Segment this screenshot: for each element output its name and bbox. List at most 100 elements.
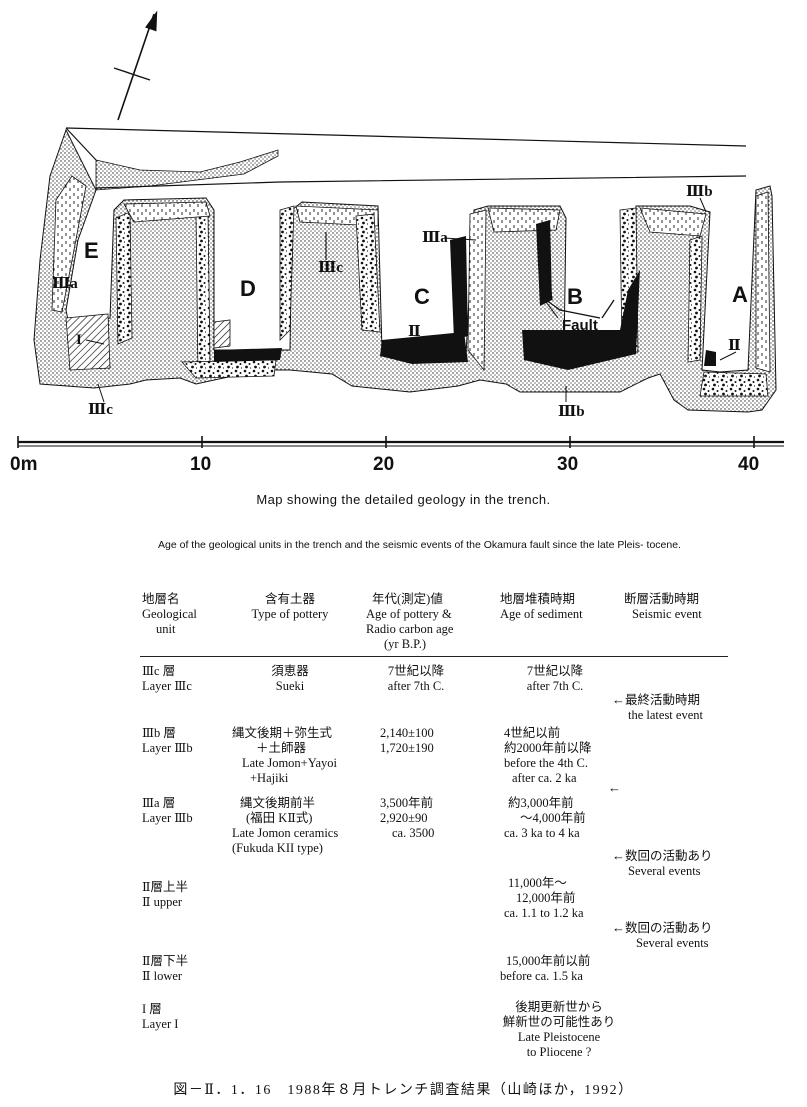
cell-line: I 層 [142, 1002, 162, 1016]
seismic-event-latest: ←最終活動時期 the latest event [612, 692, 703, 723]
header-line: unit [156, 622, 176, 636]
scale-tick-label: 30 [557, 454, 578, 475]
cell-line: ca. 1.1 to 1.2 ka [504, 906, 584, 920]
cell-line: before the 4th C. [504, 756, 589, 770]
unit-label: Ⅱ [728, 338, 741, 354]
cell-line: Layer Ⅲb [142, 741, 193, 755]
fault-label: Fault [562, 317, 598, 334]
row-unit: Ⅲc 層 Layer Ⅲc [142, 664, 192, 694]
seismic-event-several-1: ←数回の活動あり Several events [612, 848, 713, 879]
header-age: 年代(測定)値 Age of pottery & Radio carbon ag… [366, 592, 453, 652]
layer-ii-d [214, 348, 282, 362]
row-sediment: 4世紀以前 約2000年前以降 before the 4th C. after … [504, 726, 592, 786]
trench-label-c: C [414, 284, 430, 309]
cell-line: Ⅲc 層 [142, 664, 176, 678]
cell-line: 縄文後期前半 [240, 796, 316, 810]
leader-lines [59, 197, 737, 403]
north-arrow-icon [113, 10, 158, 121]
cell-line: (福田 KⅡ式) [246, 811, 313, 825]
header-line: Age of sediment [500, 607, 583, 621]
band-e [51, 175, 87, 313]
cell-line: Ⅱ lower [142, 969, 183, 983]
row-unit: Ⅲa 層 Layer Ⅲb [142, 796, 193, 826]
table-header-rule [140, 656, 728, 657]
band-c-right [467, 209, 487, 372]
header-line: Type of pottery [251, 607, 329, 621]
layer-i-d [213, 319, 231, 349]
trench-label-a: A [732, 282, 748, 307]
cell-line: to Pliocene ? [526, 1045, 592, 1059]
row-sediment: 7世紀以降 after 7th C. [500, 664, 610, 694]
header-line: Radio carbon age [366, 622, 454, 636]
cell-line: 2,140±100 [380, 726, 434, 740]
cell-line: +Hajiki [250, 771, 289, 785]
cell-line: Ⅲb 層 [142, 726, 176, 740]
unit-label: Ⅲc [88, 402, 113, 418]
trench-label-d: D [240, 276, 256, 301]
cell-line: 12,000年前 [516, 891, 576, 905]
left-arrow-icon: ← [612, 920, 625, 935]
trench-outline [65, 127, 747, 189]
cell-line: ＋土師器 [256, 741, 307, 755]
cell-line: ～4,000年前 [520, 811, 586, 825]
cell-line: 1,720±190 [380, 741, 434, 755]
row-sediment: 15,000年前以前 before ca. 1.5 ka [500, 954, 590, 984]
cell-line: before ca. 1.5 ka [500, 969, 583, 983]
row-sediment: 約3,000年前 ～4,000年前 ca. 3 ka to 4 ka [504, 796, 586, 841]
layer-ii-a [704, 350, 716, 366]
left-arrow-icon: ← [612, 848, 625, 863]
header-line: 含有土器 [264, 592, 315, 606]
event-label: Several events [628, 864, 701, 878]
cell-line: 11,000年～ [508, 876, 567, 890]
cell-line: 約2000年前以降 [504, 741, 592, 755]
header-line: Seismic event [632, 607, 702, 621]
layer-ii-b-wall [536, 220, 552, 306]
band-d-right [279, 205, 295, 341]
cell-line: Ⅲa 層 [142, 796, 176, 810]
header-unit: 地層名 Geological unit [142, 592, 197, 637]
scale-tick-label: 10 [190, 454, 211, 475]
cell-line: Late Jomon ceramics [232, 826, 339, 840]
cell-line: 須恵器 [271, 664, 309, 678]
unit-label: Ⅲc [318, 260, 343, 276]
band-a-top [639, 207, 707, 237]
scale-tick-label: 40 [738, 454, 759, 475]
header-line: Age of pottery & [366, 607, 452, 621]
band-e-left [115, 211, 133, 345]
cell-line: ca. 3500 [392, 826, 435, 840]
scale-bar [17, 436, 784, 448]
cell-line: Layer I [142, 1017, 179, 1031]
row-pottery: 縄文後期＋弥生式 ＋土師器 Late Jomon+Yayoi +Hajiki [232, 726, 337, 786]
cell-line: after ca. 2 ka [512, 771, 577, 785]
cell-line: 15,000年前以前 [506, 954, 591, 968]
row-pottery: 須恵器 Sueki [240, 664, 340, 694]
upper-dotted-strip [95, 149, 279, 191]
event-label: 数回の活動あり [625, 921, 713, 935]
row-pottery: 縄文後期前半 (福田 KⅡ式) Late Jomon ceramics (Fuk… [232, 796, 338, 856]
unit-label: Ⅲa [422, 230, 448, 246]
cell-line: 後期更新世から [515, 1000, 603, 1014]
cell-line: 7世紀以降 [526, 664, 584, 678]
band-a-right [755, 191, 771, 373]
cell-line: after 7th C. [526, 679, 584, 693]
band-a-left [687, 235, 703, 363]
unit-label: Ⅱ [408, 324, 421, 340]
seismic-event-arrow: ← [608, 780, 621, 796]
trench-label-b: B [567, 284, 583, 309]
cell-line: 鮮新世の可能性あり [502, 1015, 616, 1029]
event-label: the latest event [628, 708, 703, 722]
event-label: 最終活動時期 [625, 693, 701, 707]
seismic-event-several-2: ←数回の活動あり Several events [612, 920, 713, 951]
layer-i [65, 313, 111, 371]
scale-tick-label: 20 [373, 454, 394, 475]
unit-label: Ⅲa [52, 276, 78, 292]
band-bottom-a [699, 371, 769, 397]
figure-caption: 図－Ⅱ．1．16 1988年８月トレンチ調査結果（山崎ほか，1992） [173, 1083, 634, 1098]
cell-line: Sueki [275, 679, 305, 693]
layer-ii-b [522, 270, 640, 370]
scale-tick-label: 0m [10, 454, 37, 475]
header-line: 地層堆積時期 [500, 592, 576, 606]
table-title: Age of the geological units in the trenc… [158, 539, 681, 551]
map-caption: Map showing the detailed geology in the … [256, 492, 551, 507]
cell-line: Layer Ⅲc [142, 679, 192, 693]
